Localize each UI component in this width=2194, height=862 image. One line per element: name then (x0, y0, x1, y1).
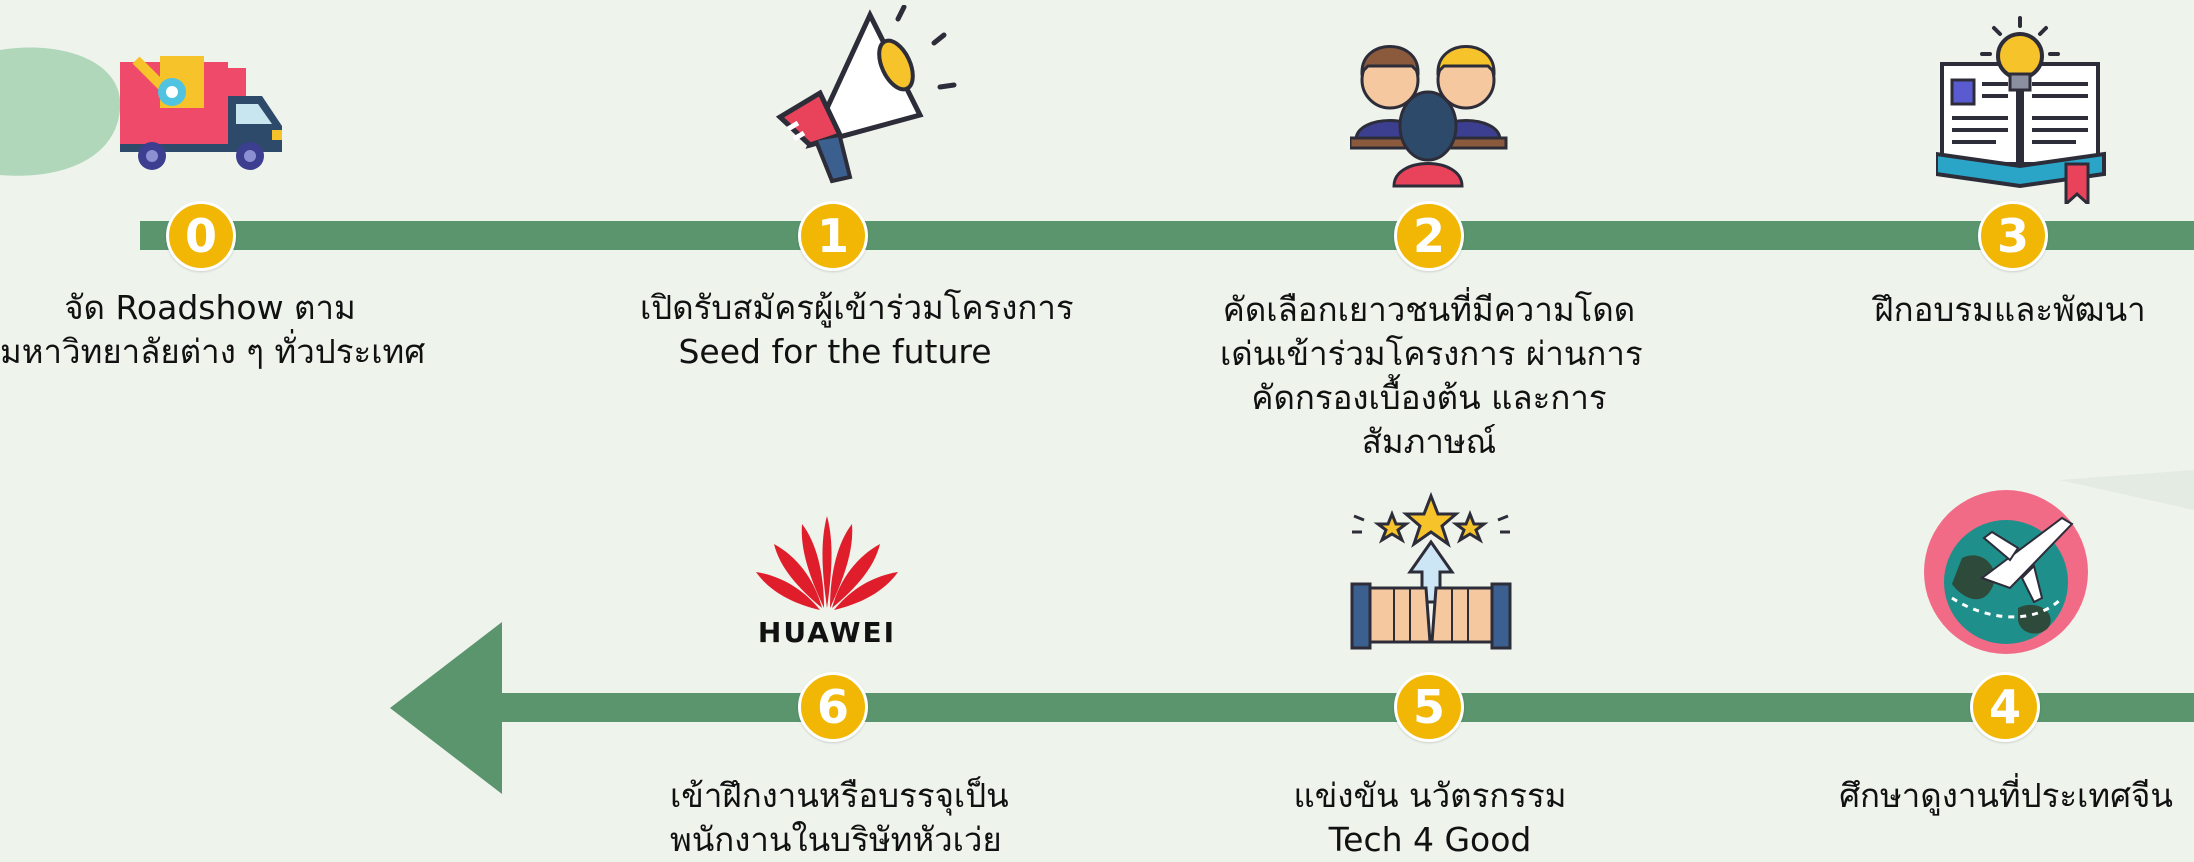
step-label-4: ศึกษาดูงานที่ประเทศจีน (1836, 774, 2176, 818)
step-6-line-2: พนักงานในบริษัทหัวเว่ย (670, 820, 1002, 859)
step-label-3: ฝึกอบรมและพัฒนา (1860, 288, 2160, 332)
step-label-6: เข้าฝึกงานหรือบรรจุเป็น พนักงานในบริษัทห… (670, 774, 1009, 862)
step-6-line-1: เข้าฝึกงานหรือบรรจุเป็น (670, 776, 1009, 815)
step-badge-0: 0 (166, 201, 236, 271)
background-shape (2060, 470, 2194, 510)
interview-people-icon (1350, 45, 1508, 188)
step-label-2: คัดเลือกเยาวชนที่มีความโดด เด่นเข้าร่วมโ… (1220, 288, 1643, 464)
step-label-5: แข่งขัน นวัตรกรรม Tech 4 Good (1260, 774, 1600, 862)
fist-bump-stars-icon (1350, 492, 1512, 650)
step-badge-5: 5 (1394, 672, 1464, 742)
step-2-line-3: คัดกรองเบื้องต้น และการ (1251, 378, 1607, 417)
step-badge-2: 2 (1394, 201, 1464, 271)
step-badge-3: 3 (1978, 201, 2048, 271)
step-4-line-1: ศึกษาดูงานที่ประเทศจีน (1839, 776, 2173, 815)
timeline-track-bottom (500, 693, 2194, 722)
step-badge-4: 4 (1970, 672, 2040, 742)
step-1-line-1: เปิดรับสมัครผู้เข้าร่วมโครงการ (640, 288, 1074, 327)
truck-icon (120, 56, 282, 170)
megaphone-icon (775, 5, 957, 184)
globe-airplane-icon (1924, 490, 2088, 654)
timeline-track-top (140, 221, 2194, 250)
step-badge-6: 6 (798, 672, 868, 742)
background-blob (0, 47, 121, 176)
book-lightbulb-icon (1936, 16, 2106, 204)
timeline-arrowhead (390, 622, 502, 794)
step-label-0: จัด Roadshow ตาม มหาวิทยาลัยต่าง ๆ ทั่วป… (0, 286, 426, 374)
step-2-line-1: คัดเลือกเยาวชนที่มีความโดด (1222, 290, 1636, 329)
huawei-logo-text: HUAWEI (757, 616, 897, 649)
step-label-1: เปิดรับสมัครผู้เข้าร่วมโครงการ Seed for … (640, 286, 1074, 374)
step-2-line-2: เด่นเข้าร่วมโครงการ ผ่านการ (1220, 334, 1643, 373)
step-5-line-2: Tech 4 Good (1328, 820, 1532, 859)
step-2-line-4: สัมภาษณ์ (1361, 422, 1497, 461)
step-0-line-1: จัด Roadshow ตาม (64, 288, 356, 327)
step-5-line-1: แข่งขัน นวัตรกรรม (1293, 776, 1567, 815)
step-0-line-2: มหาวิทยาลัยต่าง ๆ ทั่วประเทศ (0, 332, 426, 371)
huawei-logo: HUAWEI (752, 512, 902, 652)
step-badge-1: 1 (798, 201, 868, 271)
step-3-line-1: ฝึกอบรมและพัฒนา (1874, 290, 2146, 329)
huawei-petals-icon (756, 516, 898, 610)
step-1-line-2: Seed for the future (678, 332, 992, 371)
